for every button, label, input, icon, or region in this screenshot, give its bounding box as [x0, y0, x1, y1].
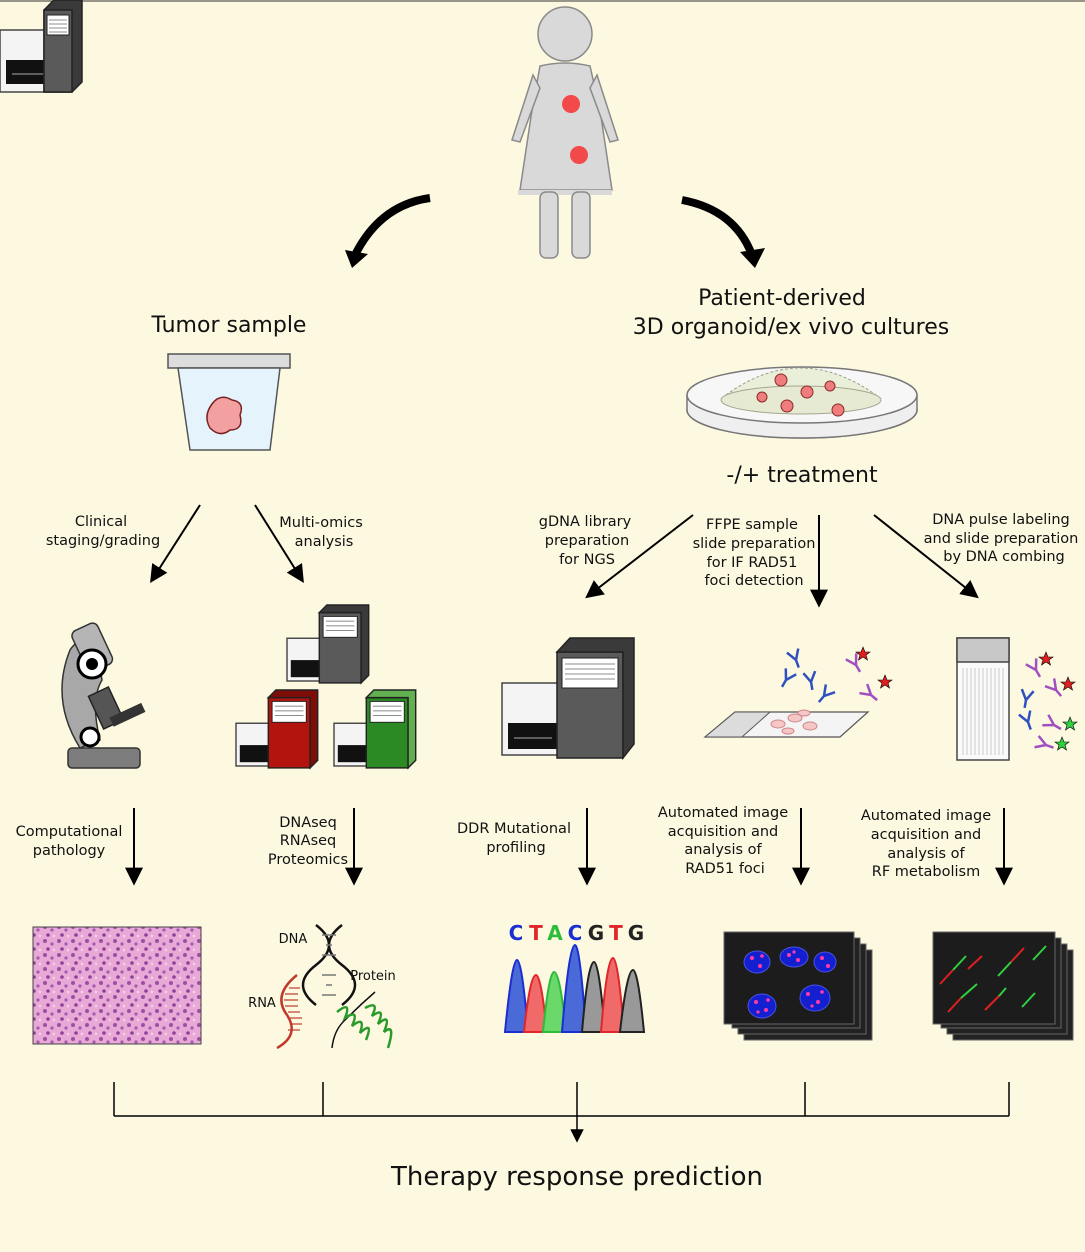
merge-bracket: [113, 1082, 1010, 1143]
output-rf-label: acquisition and: [871, 827, 982, 843]
tumor-sample-title: Tumor sample: [151, 313, 307, 338]
fiber-stack-icon: [932, 931, 1074, 1041]
output-rf-label: analysis of: [887, 846, 965, 862]
treatment-label: -/+ treatment: [726, 463, 878, 488]
sequence-letter: T: [609, 921, 623, 945]
route-clinical-label: staging/grading: [46, 533, 160, 549]
sequence-letter: T: [529, 921, 543, 945]
sequencer-icon: [0, 0, 83, 93]
sequence-letter: G: [628, 921, 644, 945]
output-rf-label: Automated image: [861, 808, 991, 824]
tumor-spot: [562, 95, 580, 113]
output-pathology-label: Computational: [16, 824, 123, 840]
output-rad51-label: acquisition and: [668, 824, 779, 840]
route-omics-label: analysis: [295, 534, 354, 550]
patient-figure-icon: [511, 6, 619, 259]
output-rad51-label: analysis of: [684, 842, 762, 858]
sequence-letter: A: [547, 921, 563, 945]
combing-slide-icon: [956, 637, 1010, 761]
rna-label: RNA: [248, 996, 276, 1011]
fluorescence-stack-icon: [723, 931, 873, 1041]
sequence-letter: G: [588, 921, 604, 945]
route-ffpe-label: for IF RAD51: [707, 555, 798, 571]
antibody-icon: [1018, 658, 1063, 749]
conclusion-label: Therapy response prediction: [390, 1162, 763, 1192]
antibody-icon: [780, 648, 878, 703]
chromatogram-icon: [503, 943, 646, 1033]
route-combing-label: DNA pulse labeling: [932, 512, 1070, 528]
dna-helix-icon: [301, 924, 357, 1006]
tumor-spot: [570, 146, 588, 164]
protein-label: Protein: [350, 969, 396, 984]
output-rad51-label: Automated image: [658, 805, 788, 821]
organoid-title-line2: 3D organoid/ex vivo cultures: [633, 315, 949, 340]
sample-cup-icon: [167, 353, 291, 451]
output-omics-label: DNAseq: [279, 815, 337, 831]
protein-icon: [331, 991, 393, 1049]
output-rf-label: RF metabolism: [872, 864, 980, 880]
route-gdna-label: for NGS: [559, 552, 615, 568]
sequencer-red: [235, 689, 319, 770]
route-combing-label: and slide preparation: [924, 531, 1079, 547]
ngs-sequencer-icon: [501, 637, 635, 761]
dna-label: DNA: [279, 932, 308, 947]
output-ddr-label: DDR Mutational: [457, 821, 571, 837]
slide-icon: [703, 709, 870, 738]
sequence-letter: C: [509, 921, 524, 945]
curved-arrow-left: [351, 194, 431, 257]
organoid-title-line1: Patient-derived: [698, 286, 866, 311]
curved-arrow-right: [681, 196, 756, 257]
output-omics-label: RNAseq: [280, 833, 337, 849]
route-combing-label: by DNA combing: [943, 549, 1065, 565]
sequencer-green: [333, 689, 417, 770]
route-ffpe-label: foci detection: [704, 573, 803, 589]
route-ffpe-label: slide preparation: [693, 536, 816, 552]
output-pathology-label: pathology: [33, 843, 106, 859]
route-clinical-label: Clinical: [75, 514, 127, 530]
route-ffpe-label: FFPE sample: [706, 517, 798, 533]
route-arrows: [150, 504, 979, 608]
output-arrows: [125, 808, 1013, 886]
rna-icon: [276, 974, 302, 1050]
sequencer-gray: [286, 604, 370, 685]
output-omics-label: Proteomics: [268, 852, 348, 868]
petri-dish-icon: [686, 366, 918, 439]
route-omics-label: Multi-omics: [279, 515, 363, 531]
microscope-icon: [61, 622, 146, 769]
histology-image: [32, 926, 202, 1045]
output-rad51-label: RAD51 foci: [685, 861, 765, 877]
route-gdna-label: preparation: [545, 533, 629, 549]
output-ddr-label: profiling: [486, 840, 545, 856]
route-gdna-label: gDNA library: [539, 514, 632, 530]
sequence-letter: C: [568, 921, 583, 945]
